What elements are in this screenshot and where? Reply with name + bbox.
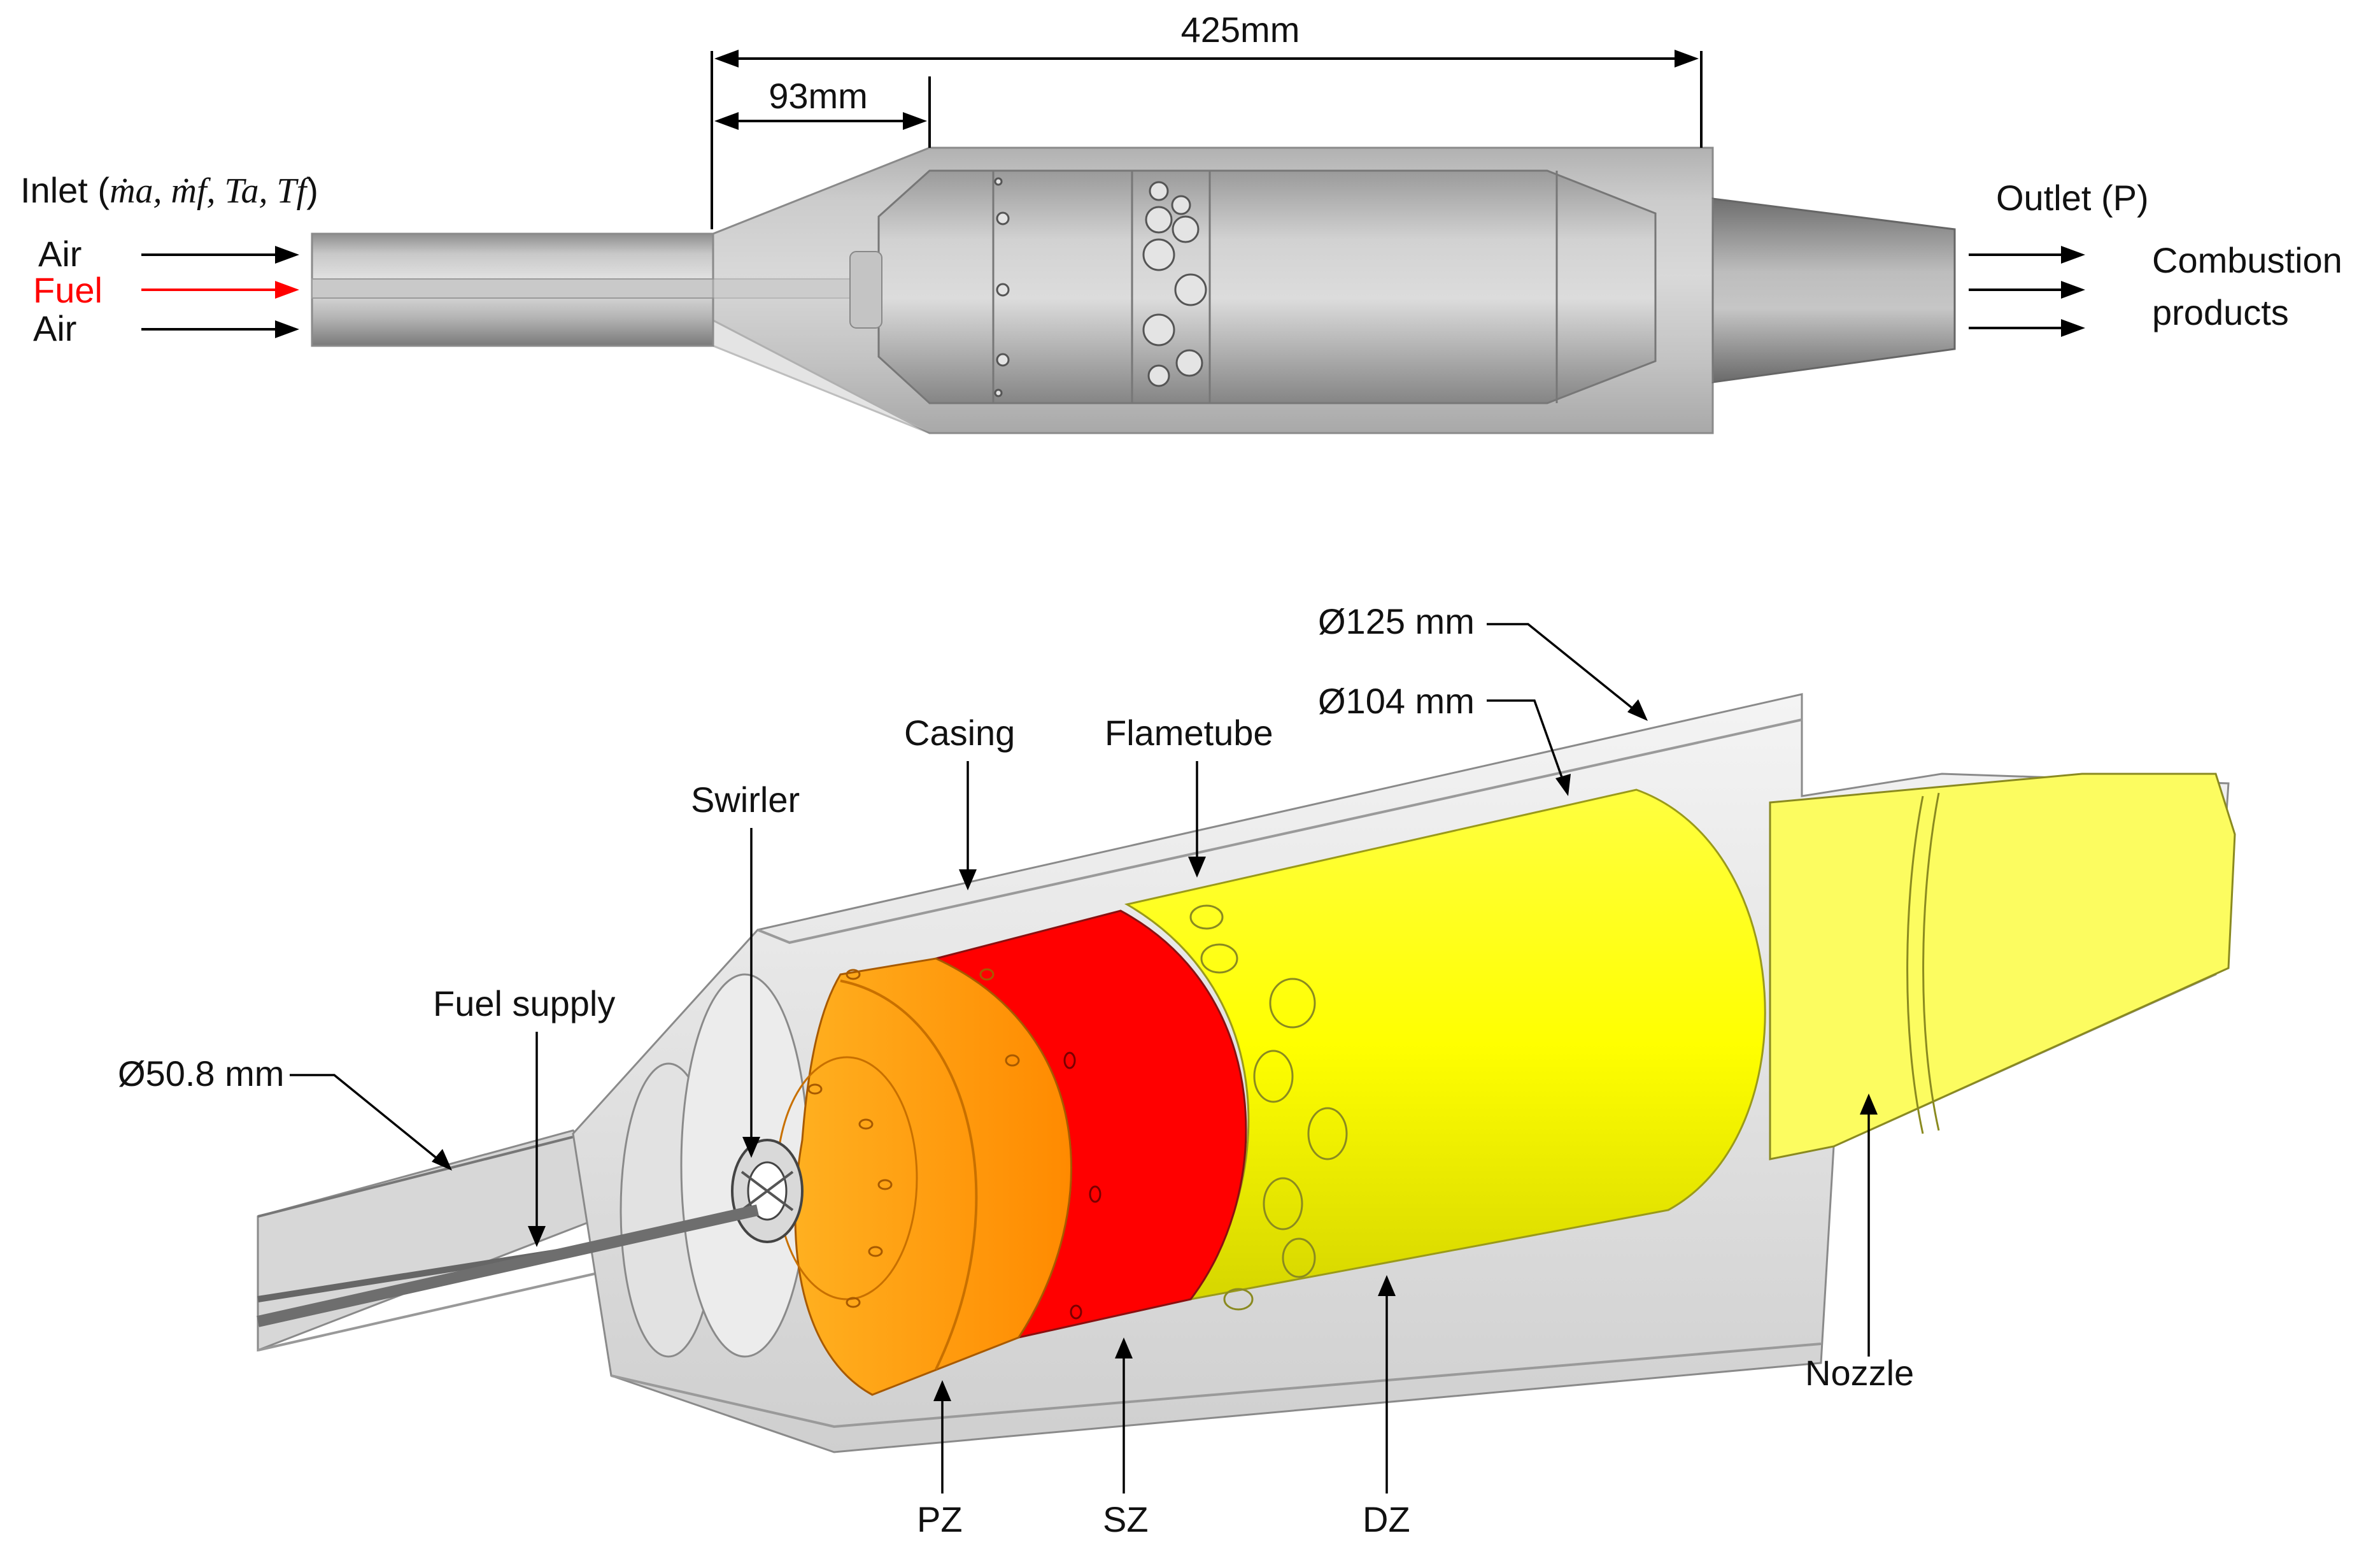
casing-label: Casing — [904, 713, 1015, 753]
dilution-holes — [994, 177, 1207, 397]
fuel-supply-lance — [257, 1204, 759, 1327]
pz-label: PZ — [917, 1499, 963, 1539]
dilution-holes-cutaway — [1189, 904, 1348, 1311]
inlet-diameter-label: Ø50.8 mm — [118, 1053, 284, 1094]
dimension-short: 93mm — [769, 76, 868, 116]
dz-label: DZ — [1363, 1499, 1410, 1539]
casing-diameter-label: Ø125 mm — [1318, 601, 1475, 641]
top-view: 425mm 93mm Inlet (ṁa, ṁf, Ta, Tf) Air Fu… — [20, 10, 2342, 434]
swirler-nose — [849, 251, 882, 329]
cutaway-nozzle — [1769, 773, 2236, 1160]
outlet-nozzle — [1711, 197, 1956, 383]
outlet-label: Outlet (P) — [1996, 178, 2149, 218]
inlet-label: Inlet (ṁa, ṁf, Ta, Tf) — [20, 170, 318, 211]
dilution-zone — [1124, 788, 1766, 1301]
swirler-label: Swirler — [691, 780, 800, 820]
cutaway-view: Ø125 mm Ø104 mm Casing Flametube Swirler… — [118, 601, 2236, 1539]
inlet-air-top: Air — [38, 234, 81, 274]
flametube-label: Flametube — [1105, 713, 1273, 753]
primary-zone — [794, 957, 1072, 1396]
dimension-overall: 425mm — [1181, 10, 1300, 50]
nozzle-label: Nozzle — [1805, 1353, 1914, 1393]
flametube-diameter-label: Ø104 mm — [1318, 681, 1475, 721]
swirler — [731, 1139, 804, 1243]
inlet-air-bottom: Air — [33, 308, 76, 348]
outlet-combustion: Combustion — [2152, 240, 2342, 280]
outlet-products: products — [2152, 292, 2289, 332]
inlet-fuel: Fuel — [33, 270, 103, 310]
fuel-supply-label: Fuel supply — [433, 983, 615, 1023]
flametube — [877, 169, 1657, 404]
sz-label: SZ — [1103, 1499, 1149, 1539]
